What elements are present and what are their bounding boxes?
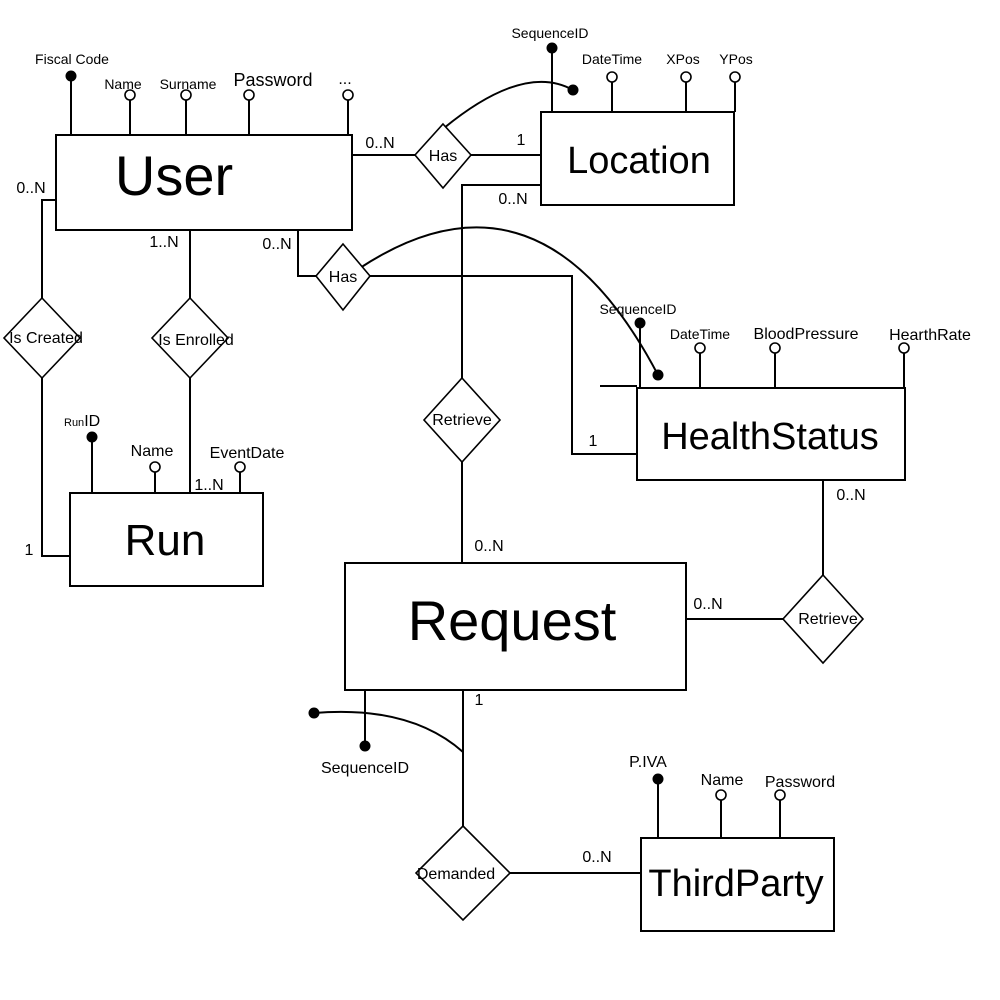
cardinality-request-demanded-request: 1	[475, 692, 484, 709]
key-dot-health-sequenceid	[634, 317, 646, 329]
attr-label-thirdparty-password: Password	[765, 774, 835, 791]
attr-label-user-password: Password	[233, 70, 312, 90]
entity-healthstatus-label: HealthStatus	[661, 416, 879, 458]
location-identifier-arc	[429, 80, 574, 141]
attr-dot-location-datetime	[606, 71, 618, 83]
attr-dot-thirdparty-password	[774, 789, 786, 801]
key-dot-request-arc	[308, 707, 320, 719]
relationship-health-retrieve-diamond	[781, 573, 865, 665]
relationship-is-enrolled-label: Is Enrolled	[158, 332, 234, 349]
connector-has-health	[370, 275, 637, 455]
relationship-demanded-diamond	[414, 824, 512, 922]
attr-dot-user-password	[243, 89, 255, 101]
relationship-user-health-diamond	[314, 242, 372, 312]
attr-label-health-sequenceid: SequenceID	[599, 301, 676, 317]
key-dot-fiscal-code	[65, 70, 77, 82]
attr-label-location-datetime: DateTime	[582, 51, 642, 67]
key-dot-health-arc	[652, 369, 664, 381]
attr-label-run-name: Name	[131, 443, 174, 460]
cardinality-health-retrieve-health: 0..N	[836, 487, 865, 504]
key-dot-location-arc	[567, 84, 579, 96]
attr-label-run-runid-prefix: Run	[64, 417, 84, 429]
attr-dot-run-eventdate	[234, 461, 246, 473]
cardinality-user-created-run: 1	[25, 542, 34, 559]
connector-user-is-created	[41, 199, 56, 298]
attr-dot-thirdparty-name	[715, 789, 727, 801]
connector-location-retrieve	[461, 184, 541, 378]
cardinality-user-enrolled-user: 1..N	[149, 234, 178, 251]
attr-label-thirdparty-name: Name	[701, 772, 744, 789]
cardinality-health-retrieve-request: 0..N	[693, 596, 722, 613]
entity-location-label: Location	[567, 140, 711, 182]
entity-location-box	[540, 111, 735, 206]
attr-label-thirdparty-piva: P.IVA	[629, 754, 667, 771]
cardinality-user-has-location-location: 1	[517, 132, 526, 149]
entity-request-box	[344, 562, 687, 691]
attr-label-location-ypos: YPos	[719, 51, 752, 67]
relationship-is-created-label: Is Created	[9, 330, 83, 347]
attr-label-location-sequenceid: SequenceID	[511, 25, 588, 41]
entity-thirdparty-label: ThirdParty	[648, 863, 823, 905]
connector-is-created-run	[41, 378, 70, 557]
attr-label-request-sequenceid: SequenceID	[321, 760, 409, 777]
cardinality-user-has-health-health: 1	[589, 433, 598, 450]
entity-run-box	[69, 492, 264, 587]
request-identifier-arc	[313, 710, 464, 753]
cardinality-request-demanded-thirdparty: 0..N	[582, 849, 611, 866]
attr-label-health-heartrate: HearthRate	[889, 327, 971, 344]
attr-dot-user-surname	[180, 89, 192, 101]
entity-request-label: Request	[408, 589, 617, 652]
cardinality-location-retrieve-request: 0..N	[474, 538, 503, 555]
relationship-health-retrieve-label: Retrieve	[798, 611, 858, 628]
key-dot-run-runid	[86, 431, 98, 443]
entity-user-label: User	[115, 144, 233, 207]
attr-label-run-runid: RunID	[64, 413, 100, 430]
entity-run-label: Run	[125, 516, 206, 565]
attr-dot-user-more	[342, 89, 354, 101]
cardinality-user-created-user: 0..N	[16, 180, 45, 197]
attr-label-run-runid-suffix: ID	[84, 413, 100, 430]
attr-label-fiscal-code: Fiscal Code	[35, 51, 109, 67]
attr-label-run-eventdate: EventDate	[210, 445, 285, 462]
cardinality-user-has-health-user: 0..N	[262, 236, 291, 253]
attr-label-location-xpos: XPos	[666, 51, 699, 67]
relationship-location-retrieve-diamond	[422, 376, 502, 464]
attr-label-user-name: Name	[104, 76, 142, 92]
relationship-user-location-diamond	[413, 122, 473, 190]
attr-dot-user-name	[124, 89, 136, 101]
key-dot-request-sequenceid	[359, 740, 371, 752]
cardinality-user-has-location-user: 0..N	[365, 135, 394, 152]
health-identifier-arc	[359, 226, 659, 376]
attr-label-health-bloodpressure: BloodPressure	[754, 326, 859, 343]
attr-dot-health-datetime	[694, 342, 706, 354]
relationship-user-health-label: Has	[329, 269, 357, 286]
entity-healthstatus-box	[636, 387, 906, 481]
attr-label-health-datetime: DateTime	[670, 326, 730, 342]
key-dot-location-sequenceid	[546, 42, 558, 54]
attr-dot-location-ypos	[729, 71, 741, 83]
attr-label-user-more: ...	[338, 71, 351, 88]
cardinality-user-enrolled-run: 1..N	[194, 477, 223, 494]
relationship-user-location-label: Has	[429, 148, 457, 165]
attr-dot-health-bloodpressure	[769, 342, 781, 354]
cardinality-location-retrieve-location: 0..N	[498, 191, 527, 208]
connector-user-has-health	[297, 230, 316, 277]
relationship-is-enrolled-diamond	[150, 296, 230, 380]
attr-dot-location-xpos	[680, 71, 692, 83]
attr-dot-health-heartrate	[898, 342, 910, 354]
key-dot-thirdparty-piva	[652, 773, 664, 785]
entity-user-box	[55, 134, 353, 231]
relationship-location-retrieve-label: Retrieve	[432, 412, 492, 429]
relationship-is-created-diamond	[2, 296, 82, 380]
attr-dot-run-name	[149, 461, 161, 473]
entity-thirdparty-box	[640, 837, 835, 932]
attr-label-user-surname: Surname	[160, 76, 217, 92]
relationship-demanded-label: Demanded	[417, 866, 495, 883]
